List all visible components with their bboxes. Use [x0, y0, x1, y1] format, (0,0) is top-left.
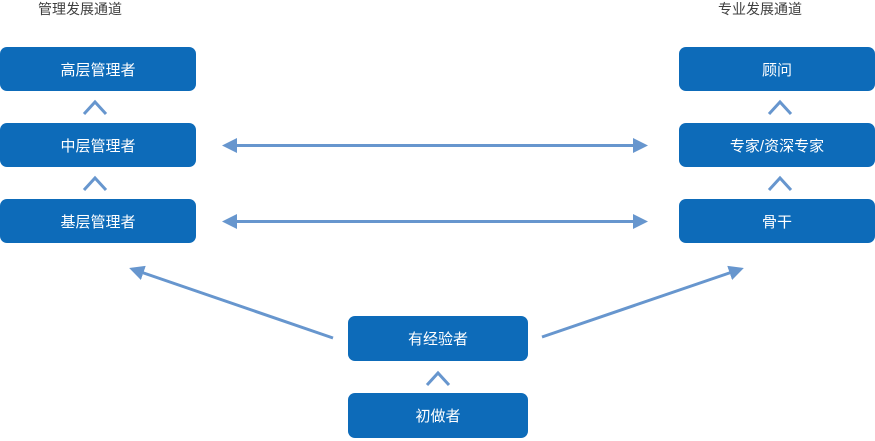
node-expert: 专家/资深专家 — [679, 123, 875, 167]
node-consultant: 顾问 — [679, 47, 875, 91]
up-chevron-icon-left-top — [82, 99, 108, 116]
professional-channel-title: 专业发展通道 — [718, 1, 802, 17]
node-beginner: 初做者 — [348, 393, 528, 438]
up-chevron-icon-left-bottom — [82, 175, 108, 192]
up-chevron-icon-right-top — [767, 99, 793, 116]
node-backbone: 骨干 — [679, 199, 875, 243]
management-channel-title: 管理发展通道 — [38, 1, 122, 17]
node-senior-manager: 高层管理者 — [0, 47, 196, 91]
node-middle-manager: 中层管理者 — [0, 123, 196, 167]
node-experienced: 有经验者 — [348, 316, 528, 361]
up-chevron-icon-center — [425, 370, 451, 387]
up-chevron-icon-right-bottom — [767, 175, 793, 192]
arrow-experienced-to-backbone — [541, 265, 744, 339]
node-frontline-manager: 基层管理者 — [0, 199, 196, 243]
arrow-experienced-to-frontline-manager — [129, 265, 334, 340]
